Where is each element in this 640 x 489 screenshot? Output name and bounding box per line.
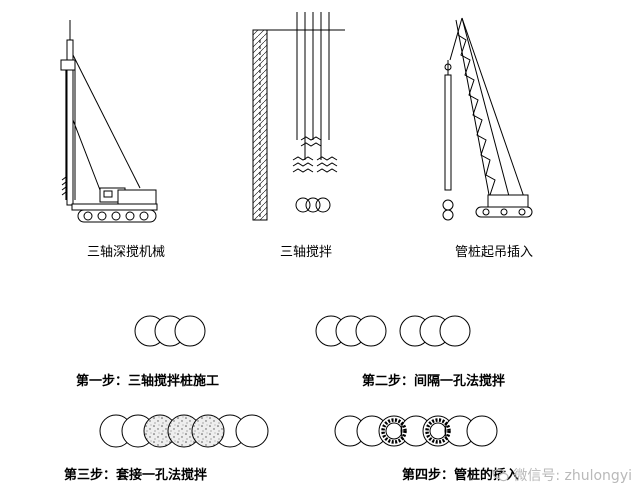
step3-circles	[99, 414, 269, 448]
watermark-text: 微信号: zhulongyi	[513, 468, 632, 484]
step4-caption: 第四步：管桩的插入	[402, 468, 520, 483]
mixing-section-drawing	[252, 12, 345, 221]
step4-pipe-piles	[381, 418, 451, 444]
step4-circles	[334, 415, 498, 447]
crane-drawing	[442, 17, 533, 221]
caption-mixing: 三轴搅拌	[280, 244, 332, 260]
step1-caption: 第一步：三轴搅拌桩施工	[76, 374, 220, 389]
pipe-pile	[444, 74, 452, 191]
caption-mixing-machine: 三轴深搅机械	[87, 244, 165, 260]
step2-circles	[315, 315, 471, 347]
watermark: 微信号: zhulongyi	[493, 465, 632, 485]
step2-caption: 第二步：间隔一孔法搅拌	[362, 374, 506, 389]
step3-caption: 第三步：套接一孔法搅拌	[64, 468, 208, 483]
wechat-icon	[493, 468, 509, 482]
caption-crane: 管桩起吊插入	[455, 245, 533, 260]
mixing-machine-drawing	[60, 20, 158, 223]
step1-circles	[134, 315, 206, 347]
